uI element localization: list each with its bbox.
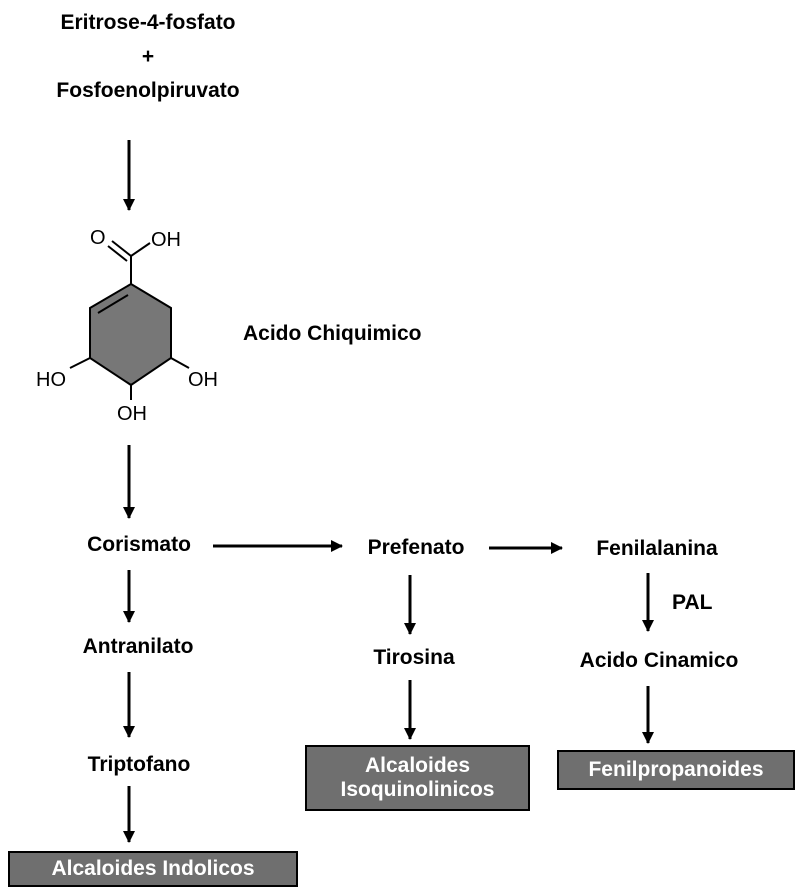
cyclohexene-ring xyxy=(89,282,172,387)
node-tirosina: Tirosina xyxy=(373,646,455,669)
product-isoquinolinicos-line1: Alcaloides xyxy=(364,754,471,778)
molecule-name: Acido Chiquimico xyxy=(243,322,422,345)
product-isoquinolinicos-line2: Isoquinolinicos xyxy=(340,778,495,801)
product-indolicos-label: Alcaloides Indolicos xyxy=(51,857,255,881)
carbonyl-bond-b xyxy=(107,245,128,262)
shikimic-acid-structure: O OH HO OH OH xyxy=(36,227,218,425)
carbonyl-oxygen-atom: O xyxy=(90,227,106,249)
plus-sign: + xyxy=(141,45,155,68)
node-acido-cinamico: Acido Cinamico xyxy=(579,649,739,672)
hydroxyl-acid-bond xyxy=(130,242,151,257)
product-fenilpropanoides-label: Fenilpropanoides xyxy=(588,758,764,782)
carbonyl-bond-a xyxy=(111,240,132,257)
bottom-hydroxyl-atom: OH xyxy=(117,403,147,425)
node-triptofano: Triptofano xyxy=(87,753,191,776)
left-hydroxyl-atom: HO xyxy=(36,369,66,391)
product-fenilpropanoides: Fenilpropanoides xyxy=(557,750,795,790)
node-corismato: Corismato xyxy=(87,533,191,556)
left-oh-bond xyxy=(69,357,91,369)
substrate-eritrose: Eritrose-4-fosfato xyxy=(60,11,236,34)
acid-hydroxyl-atom: OH xyxy=(151,229,181,251)
right-oh-bond xyxy=(170,357,190,369)
node-fenilalanina: Fenilalanina xyxy=(596,537,718,560)
node-prefenato: Prefenato xyxy=(367,536,465,559)
enzyme-pal-label: PAL xyxy=(672,591,713,614)
substrate-fosfoenolpiruvato: Fosfoenolpiruvato xyxy=(56,79,240,102)
right-hydroxyl-atom: OH xyxy=(188,369,218,391)
product-alcaloides-indolicos: Alcaloides Indolicos xyxy=(8,851,298,887)
node-antranilato: Antranilato xyxy=(82,635,194,658)
product-alcaloides-isoquinolinicos: Alcaloides Isoquinolinicos xyxy=(305,745,530,811)
ring-double-bond xyxy=(97,294,129,314)
